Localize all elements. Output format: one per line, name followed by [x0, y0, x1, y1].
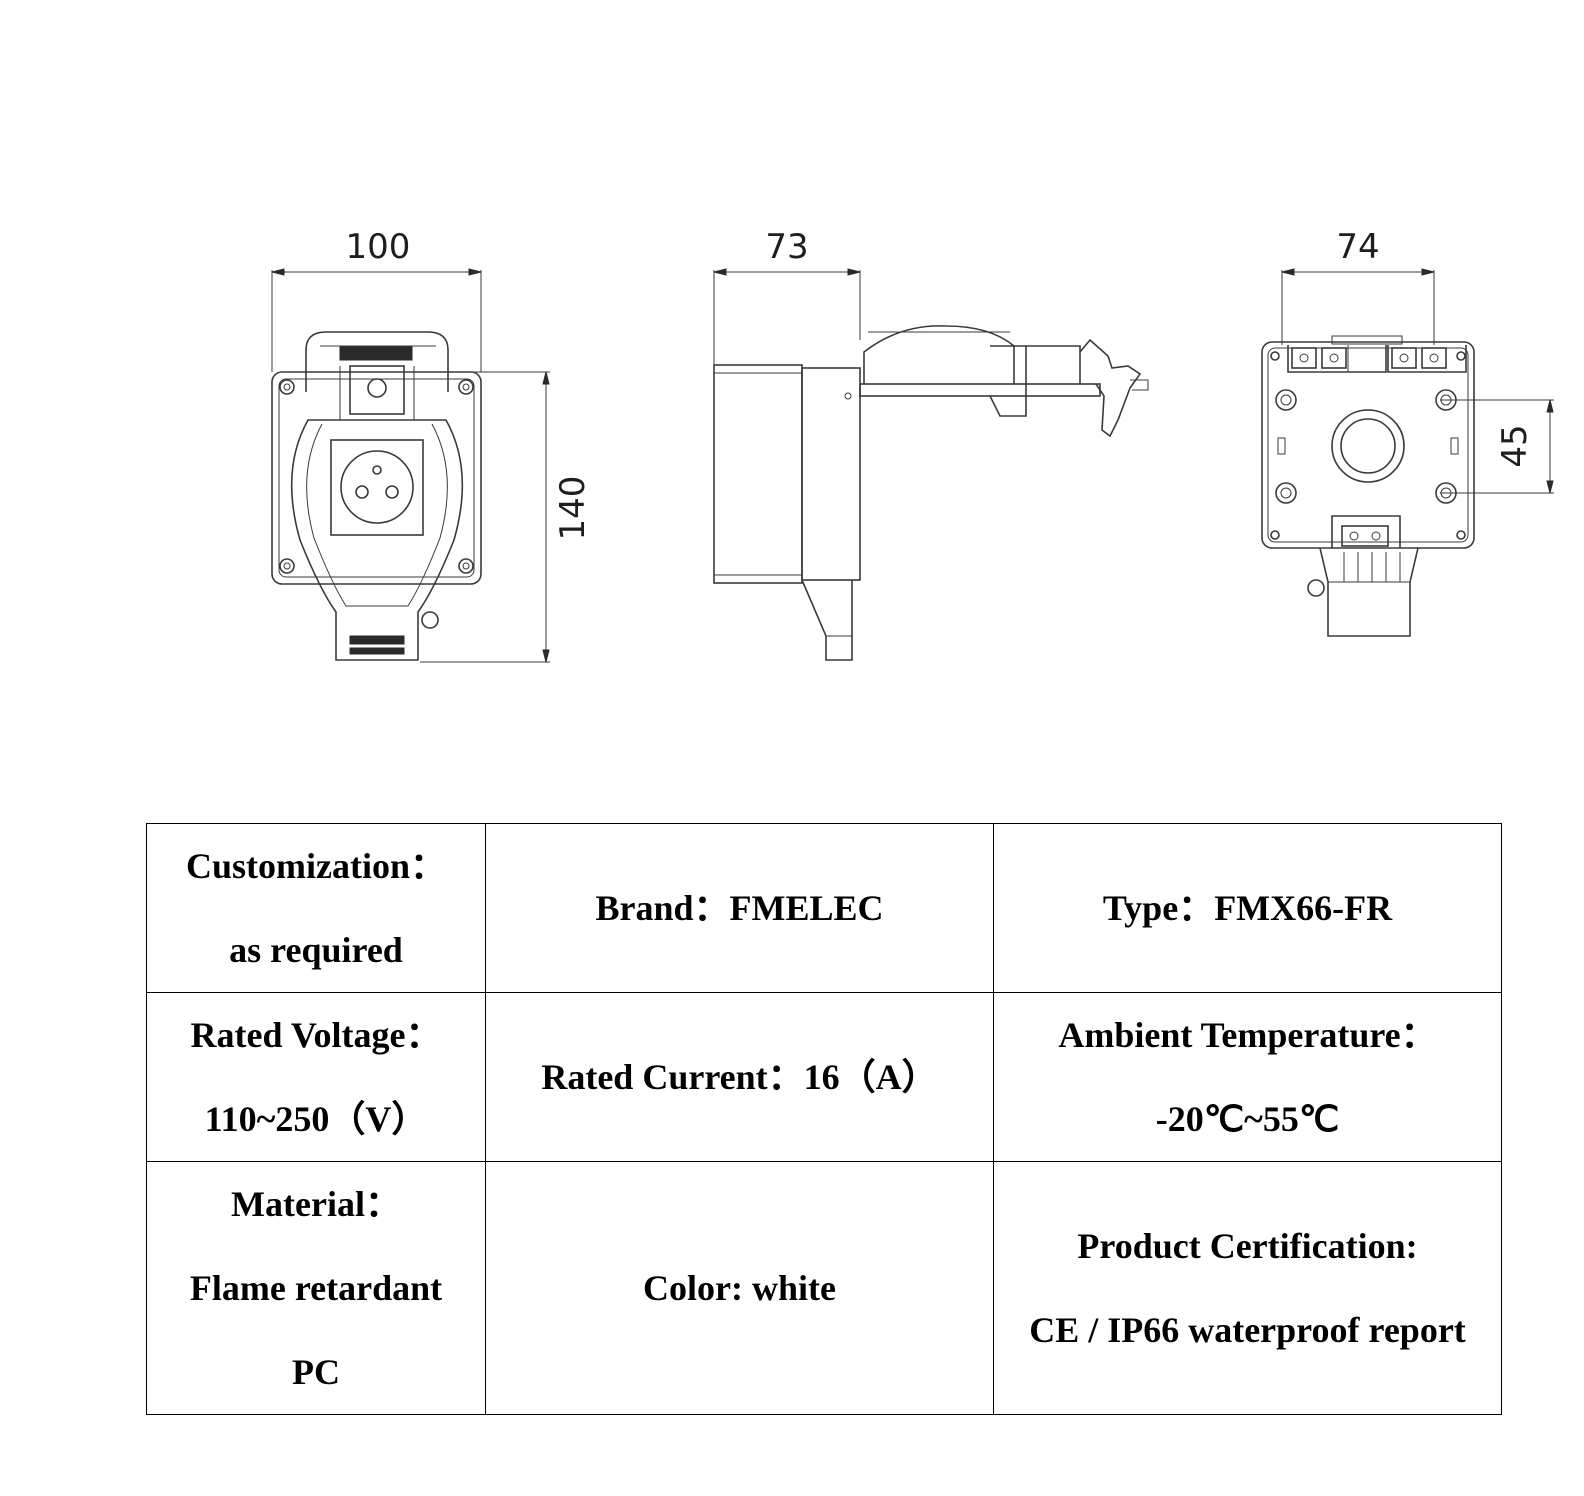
front-view: 100 140	[271, 227, 593, 663]
color-label: Color:	[643, 1268, 743, 1308]
rated-current-value: 16（A）	[803, 1057, 938, 1097]
customization-value: as required	[229, 930, 403, 970]
table-row: Material： Flame retardant PC Color: whit…	[146, 1161, 1502, 1415]
material-value-line1: Flame retardant	[189, 1268, 443, 1308]
customization-cell: Customization： as required	[146, 823, 486, 993]
front-height-dimension: 140	[553, 476, 593, 541]
rated-current-cell: Rated Current：16（A）	[485, 992, 994, 1162]
rated-voltage-value: 110~250（V）	[204, 1099, 428, 1139]
ambient-temperature-cell: Ambient Temperature： -20℃~55℃	[993, 992, 1502, 1162]
type-cell: Type：FMX66-FR	[993, 823, 1502, 993]
back-view: 74 45	[1261, 227, 1554, 637]
spec-table: Customization： as required Brand：FMELEC …	[146, 823, 1502, 1415]
ambient-temperature-label: Ambient Temperature：	[1058, 1015, 1437, 1055]
certification-value: CE / IP66 waterproof report	[1029, 1310, 1466, 1350]
material-value-line2: PC	[292, 1352, 340, 1392]
customization-label: Customization：	[186, 846, 446, 886]
brand-cell: Brand：FMELEC	[485, 823, 994, 993]
certification-cell: Product Certification: CE / IP66 waterpr…	[993, 1161, 1502, 1415]
back-hole-spacing-dimension: 45	[1495, 424, 1535, 467]
type-value: FMX66-FR	[1214, 888, 1393, 928]
certification-label: Product Certification:	[1077, 1226, 1418, 1266]
technical-drawing: 100 140	[271, 227, 1554, 663]
table-row: Rated Voltage： 110~250（V） Rated Current：…	[146, 992, 1502, 1162]
side-view: 73	[713, 227, 1149, 661]
color-value: white	[751, 1268, 836, 1308]
side-width-dimension: 73	[765, 227, 808, 267]
brand-label: Brand：	[595, 888, 730, 928]
back-width-dimension: 74	[1336, 227, 1379, 267]
brand-value: FMELEC	[729, 888, 884, 928]
type-label: Type：	[1102, 888, 1215, 928]
ambient-temperature-value: -20℃~55℃	[1155, 1099, 1340, 1139]
front-width-dimension: 100	[346, 227, 411, 267]
table-row: Customization： as required Brand：FMELEC …	[146, 823, 1502, 993]
material-label: Material：	[231, 1184, 401, 1224]
rated-voltage-cell: Rated Voltage： 110~250（V）	[146, 992, 486, 1162]
material-cell: Material： Flame retardant PC	[146, 1161, 486, 1415]
color-cell: Color: white	[485, 1161, 994, 1415]
rated-current-label: Rated Current：	[541, 1057, 804, 1097]
rated-voltage-label: Rated Voltage：	[190, 1015, 442, 1055]
